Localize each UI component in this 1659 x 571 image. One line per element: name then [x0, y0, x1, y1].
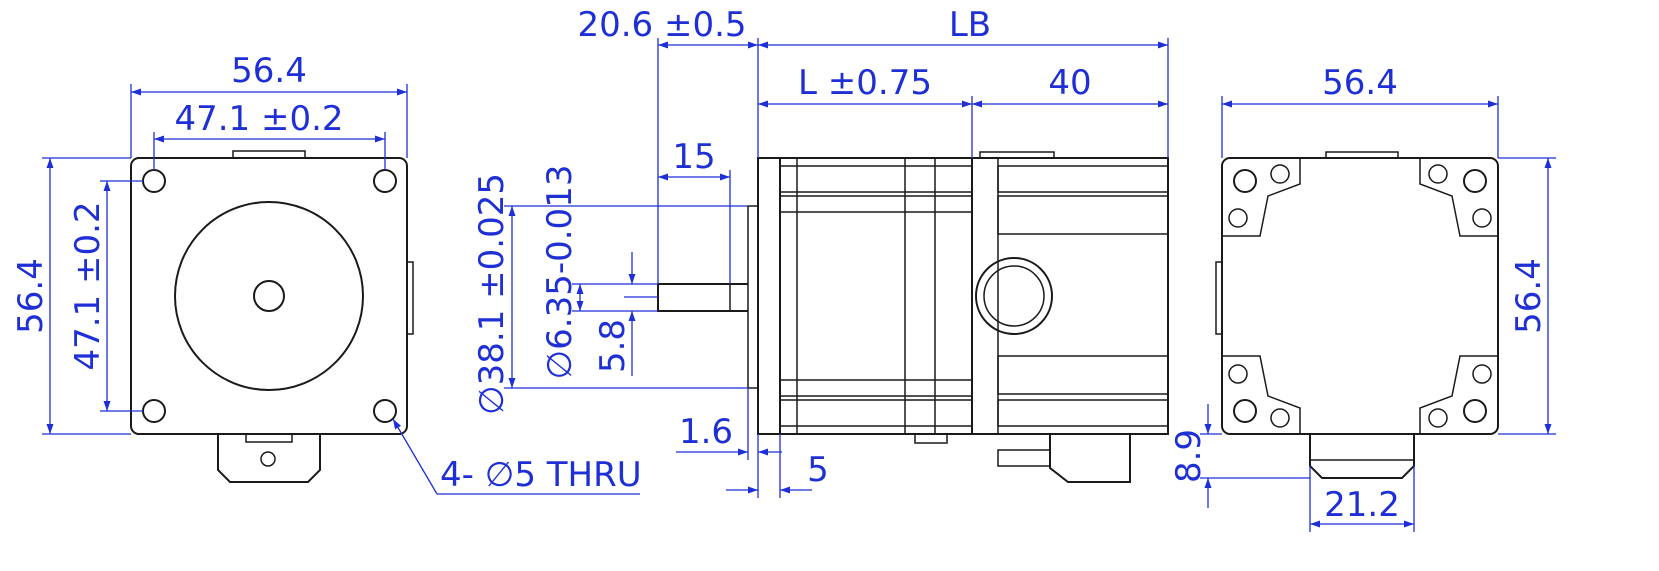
front-height-label: 56.4: [11, 258, 51, 334]
front-top-tab: [232, 150, 306, 159]
side-cable-gland-inner: [983, 265, 1045, 327]
front-hole-spacing-v-label: 47.1 ±0.2: [68, 201, 108, 370]
side-cable-gland-outer: [975, 257, 1053, 335]
connector-width-label: 21.2: [1324, 485, 1400, 525]
front-shaft: [253, 280, 285, 312]
rear-height-label: 56.4: [1509, 258, 1549, 334]
pilot-diameter-label: ∅38.1 ±0.025: [472, 173, 512, 415]
mount-hole-tl: [142, 169, 166, 193]
side-pilot: [747, 205, 759, 389]
front-hole-spacing-h-label: 47.1 ±0.2: [174, 99, 343, 139]
rear-corner-boss-bl: [1222, 355, 1301, 434]
flat-length-label: 15: [672, 137, 715, 177]
side-flange: [757, 157, 781, 435]
front-width-label: 56.4: [231, 51, 307, 91]
side-bottom-tab: [914, 433, 948, 444]
mount-hole-br: [373, 399, 397, 423]
side-view: 20.6 ±0.5 LB L ±0.75 40 15 ∅38.1 ±0.025 …: [472, 5, 1169, 498]
front-right-tab: [406, 261, 414, 335]
rear-width-label: 56.4: [1322, 63, 1398, 103]
motor-length-label: L ±0.75: [798, 63, 932, 103]
side-encoder-body: [971, 157, 1169, 435]
side-motor-body: [779, 157, 973, 435]
rear-corner-boss-tl: [1222, 158, 1301, 237]
flange-thickness-label: 5: [807, 450, 829, 490]
front-view: 56.4 47.1 ±0.2 56.4 47.1 ±0.2 4- ∅5 THRU: [11, 51, 642, 495]
rear-connector: [1309, 434, 1415, 479]
shaft-length-label: 20.6 ±0.5: [577, 5, 746, 45]
rear-view: 56.4 56.4 8.9 21.2: [1169, 63, 1556, 532]
pilot-depth-label: 1.6: [679, 412, 733, 452]
front-pilot-circle: [174, 201, 364, 391]
side-connector: [1049, 434, 1131, 483]
side-shaft: [657, 283, 748, 312]
connector-height-label: 8.9: [1169, 429, 1209, 483]
mount-hole-tr: [373, 169, 397, 193]
hole-callout-leader: [392, 418, 438, 495]
hole-callout-label: 4- ∅5 THRU: [440, 455, 642, 495]
front-connector-latch: [245, 433, 293, 443]
rear-outline: [1221, 157, 1499, 435]
encoder-length-label: 40: [1048, 63, 1091, 103]
rear-corner-boss-tr: [1419, 158, 1498, 237]
mount-hole-bl: [142, 399, 166, 423]
flat-depth-label: 5.8: [593, 319, 633, 373]
rear-corner-boss-br: [1419, 355, 1498, 434]
body-length-label: LB: [949, 5, 991, 45]
front-connector-housing: [217, 434, 321, 483]
front-flange-outline: [130, 157, 408, 435]
front-connector-pin: [260, 451, 276, 467]
shaft-diameter-label: ∅6.35-0.013: [540, 165, 580, 380]
